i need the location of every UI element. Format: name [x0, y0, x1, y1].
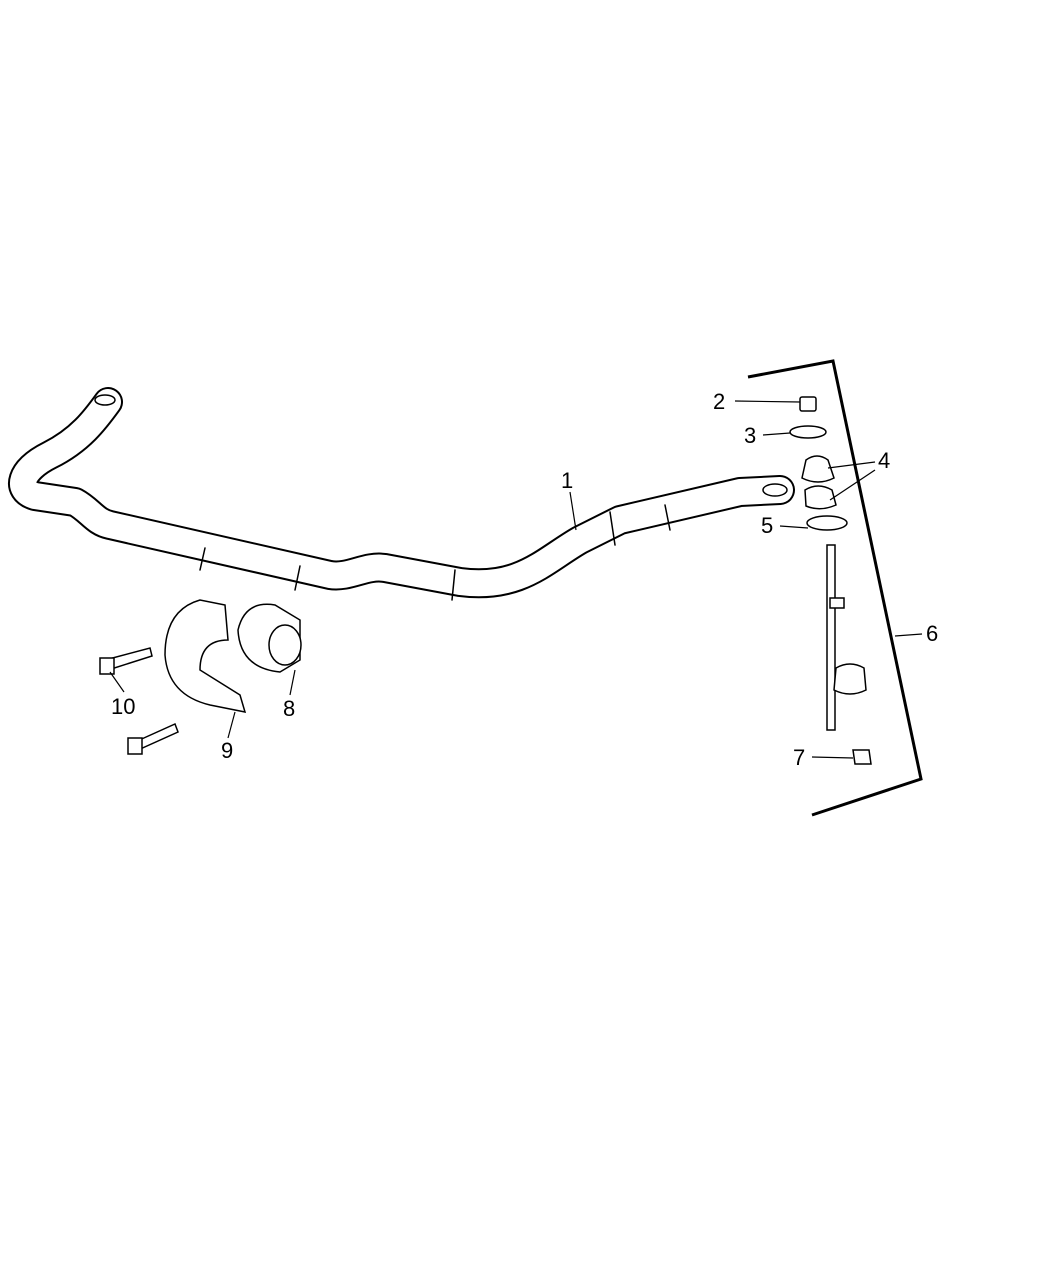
- callout-2: 2: [713, 389, 725, 414]
- ball-joint: [833, 663, 867, 695]
- callout-3: 3: [744, 423, 756, 448]
- washer-3: [789, 425, 827, 439]
- callout-7: 7: [793, 745, 805, 770]
- callout-1: 1: [561, 468, 573, 493]
- callout-9: 9: [221, 738, 233, 763]
- sway-bar: [8, 387, 795, 601]
- bushing-4-lower: [804, 485, 837, 510]
- callout-labels: 1 2 3 4 5 6 7 8 9 10: [111, 389, 938, 770]
- parts: [99, 396, 872, 765]
- leader-lines: [109, 400, 923, 759]
- callout-5: 5: [761, 513, 773, 538]
- link-rod: [826, 544, 836, 731]
- bushing-4-upper: [801, 455, 835, 483]
- callout-10: 10: [111, 694, 135, 719]
- nut-2: [799, 396, 817, 412]
- callout-8: 8: [283, 696, 295, 721]
- callout-4: 4: [878, 448, 890, 473]
- nut-7: [852, 749, 872, 765]
- clamp-9: [164, 599, 247, 713]
- link-assembly-bracket: [747, 359, 923, 817]
- callout-6: 6: [926, 621, 938, 646]
- washer-5: [806, 515, 848, 531]
